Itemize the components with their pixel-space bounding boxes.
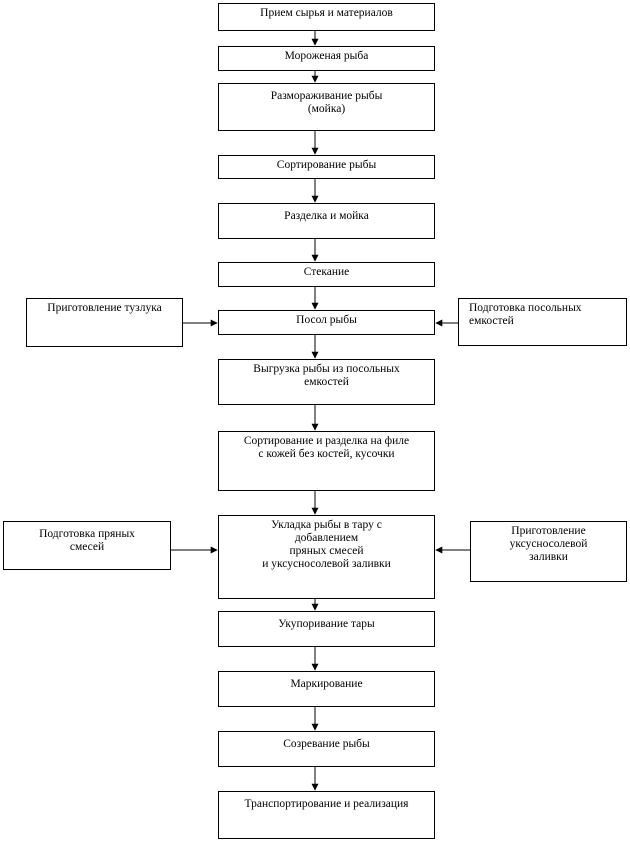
step-draining: Стекание (218, 262, 435, 287)
step-labeling: Маркирование (218, 671, 435, 707)
side-vinegar-brine-preparation: Приготовление уксусносолевой заливки (470, 521, 627, 582)
step-unloading: Выгрузка рыбы из посольных емкостей (218, 359, 435, 405)
step-frozen-fish: Мороженая рыба (218, 46, 435, 71)
step-packing: Укладка рыбы в тару с добавлением пряных… (218, 515, 435, 599)
step-sorting: Сортирование рыбы (218, 155, 435, 179)
step-transport-sale: Транспортирование и реализация (218, 791, 435, 839)
step-cutting-washing: Разделка и мойка (218, 203, 435, 239)
step-filleting: Сортирование и разделка на филе с кожей … (218, 431, 435, 491)
step-thawing: Размораживание рыбы (мойка) (218, 83, 435, 131)
step-maturing: Созревание рыбы (218, 731, 435, 767)
step-salting: Посол рыбы (218, 310, 435, 335)
side-salting-tanks-preparation: Подготовка посольных емкостей (458, 298, 627, 346)
side-spice-preparation: Подготовка пряных смесей (3, 521, 171, 570)
step-receiving-raw-materials: Прием сырья и материалов (218, 3, 435, 31)
step-sealing: Укупоривание тары (218, 611, 435, 647)
side-brine-preparation: Приготовление тузлука (26, 298, 183, 347)
